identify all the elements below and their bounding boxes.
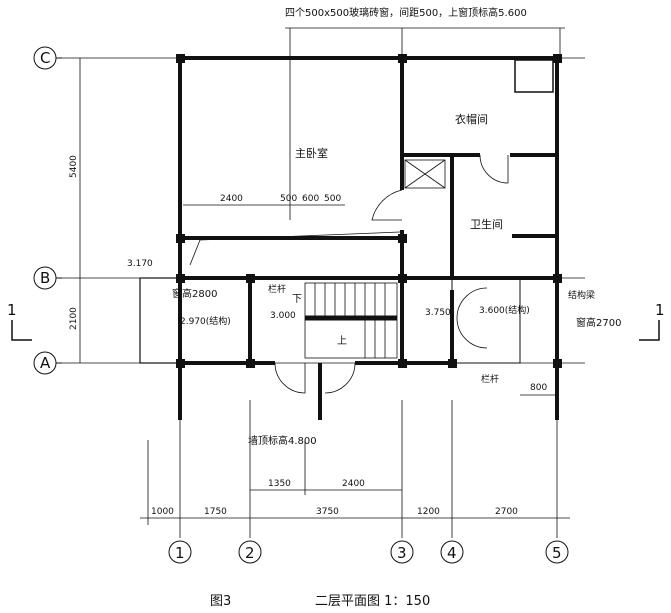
dim-2100: 2100 xyxy=(69,307,79,330)
railing-label-2: 栏杆 xyxy=(481,373,499,385)
top-note: 四个500x500玻璃砖窗，间距500，上窗顶标高5.600 xyxy=(285,6,527,19)
wall-top-elevation: 墙顶标高4.800 xyxy=(248,434,317,447)
dim-1000: 1000 xyxy=(151,507,174,517)
axis-4: 4 xyxy=(447,544,457,562)
elev-3170: 3.170 xyxy=(127,259,153,269)
section-mark-left: 1 xyxy=(7,301,17,319)
axis-2: 2 xyxy=(245,544,255,562)
dim-1750: 1750 xyxy=(204,507,227,517)
elev-3600: 3.600(结构) xyxy=(479,304,530,316)
window-2800: 窗高2800 xyxy=(172,287,217,300)
dim-inner-600: 600 xyxy=(302,194,319,204)
dim-2400: 2400 xyxy=(342,479,365,489)
stair-down: 下 xyxy=(292,294,302,305)
axis-bubbles xyxy=(33,46,569,564)
window-2700: 窗高2700 xyxy=(576,316,621,329)
dim-inner-2400: 2400 xyxy=(220,194,243,204)
elev-3750: 3.750 xyxy=(425,308,451,318)
axis-1: 1 xyxy=(175,544,185,562)
stair xyxy=(304,282,398,359)
section-mark-right: 1 xyxy=(655,301,665,319)
dim-inner-500a: 500 xyxy=(280,194,297,204)
dim-800: 800 xyxy=(530,383,547,393)
room-master-bedroom: 主卧室 xyxy=(295,146,328,160)
dim-inner-500b: 500 xyxy=(324,194,341,204)
doors xyxy=(189,154,509,394)
dim-5400: 5400 xyxy=(69,155,79,178)
elev-3000: 3.000 xyxy=(270,311,296,321)
room-cloakroom: 衣帽间 xyxy=(455,112,488,126)
railing-label-1: 栏杆 xyxy=(268,283,286,295)
axis-a: A xyxy=(40,354,51,372)
columns xyxy=(176,54,562,368)
dimension-lines xyxy=(79,27,570,519)
walls xyxy=(178,56,559,420)
axis-c: C xyxy=(40,49,50,67)
axis-b: B xyxy=(40,269,50,287)
figure-title: 二层平面图 1：150 xyxy=(315,594,430,609)
axis-3: 3 xyxy=(397,544,407,562)
dim-1350: 1350 xyxy=(268,479,291,489)
dim-1200: 1200 xyxy=(417,507,440,517)
axis-5: 5 xyxy=(552,544,562,562)
figure-number: 图3 xyxy=(210,594,231,609)
dim-2700: 2700 xyxy=(495,507,518,517)
stair-up: 上 xyxy=(337,335,347,347)
grid-lines xyxy=(60,57,585,538)
dim-3750: 3750 xyxy=(316,507,339,517)
elev-2970: 2.970(结构) xyxy=(180,315,231,327)
beam-label: 结构梁 xyxy=(568,289,595,301)
room-bathroom: 卫生间 xyxy=(470,217,503,231)
